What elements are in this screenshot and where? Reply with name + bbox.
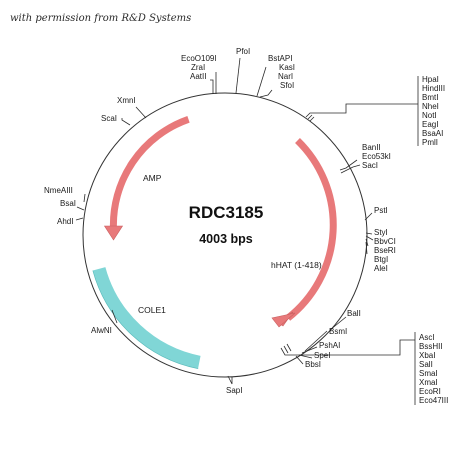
site-label-kasi: KasI [279,63,295,72]
site-label-bstapi: BstAPI [268,54,292,63]
site-label-pfoi: PfoI [236,47,250,56]
site-label-noti: NotI [422,111,437,120]
site-label-eagi: EagI [422,120,438,129]
site-label-xbai: XbaI [419,351,435,360]
site-label-aatii: AatII [190,72,206,81]
plasmid-size: 4003 bps [199,232,253,246]
site-label-pmli: PmlI [422,138,438,147]
site-labels: EcoO109I ZraI AatII PfoI BstAPI KasI Nar… [44,47,448,405]
feature-label-hhat: hHAT (1-418) [271,260,322,270]
site-label-psti: PstI [374,206,388,215]
site-label-hindiii: HindIII [422,84,445,93]
site-label-spei: SpeI [314,351,330,360]
site-label-sali: SalI [419,360,433,369]
site-label-bsmi: BsmI [329,327,347,336]
site-label-styi: StyI [374,228,388,237]
site-label-nhei: NheI [422,102,439,111]
site-label-bmti: BmtI [422,93,438,102]
site-label-nari: NarI [278,72,293,81]
site-label-bbvci: BbvCI [374,237,396,246]
site-label-alwni: AlwNI [91,326,112,335]
hhat-arrow [271,137,337,328]
site-leaders [75,57,418,385]
site-label-smai: SmaI [419,369,438,378]
amp-arrow [103,115,190,241]
site-label-asci: AscI [419,333,435,342]
feature-label-amp: AMP [143,173,162,183]
site-label-ecori: EcoRI [419,387,441,396]
site-label-ahdi: AhdI [57,217,73,226]
feature-label-cole1: COLE1 [138,305,166,315]
site-label-eco53ki: Eco53kI [362,152,391,161]
site-label-zrai: ZraI [191,63,205,72]
site-label-bsshii: BssHII [419,342,443,351]
site-label-bali: BalI [347,309,361,318]
site-label-hpai: HpaI [422,75,439,84]
site-label-pshai: PshAI [319,341,340,350]
site-label-bseri: BseRI [374,246,396,255]
site-label-nmeaiii: NmeAIII [44,186,73,195]
site-label-bsai: BsaI [60,199,76,208]
site-label-saci: SacI [362,161,378,170]
site-label-banii: BanII [362,143,381,152]
plasmid-backbone [82,92,368,378]
credit-text: with permission from R&D Systems [10,13,191,24]
site-label-scai: ScaI [101,114,117,123]
plasmid-name: RDC3185 [189,203,264,222]
site-label-bsaai: BsaAI [422,129,443,138]
site-label-xmni: XmnI [117,96,136,105]
cole1-arc-outline [92,270,199,369]
site-label-eco47iii: Eco47III [419,396,448,405]
site-label-bbsi: BbsI [305,360,321,369]
site-label-sapi: SapI [226,386,242,395]
site-label-xmai: XmaI [419,378,438,387]
site-label-sfoi: SfoI [280,81,294,90]
cole1-arc [92,267,201,369]
site-label-btgi: BtgI [374,255,388,264]
site-label-alei: AleI [374,264,388,273]
site-label-ecoo109i: EcoO109I [181,54,217,63]
